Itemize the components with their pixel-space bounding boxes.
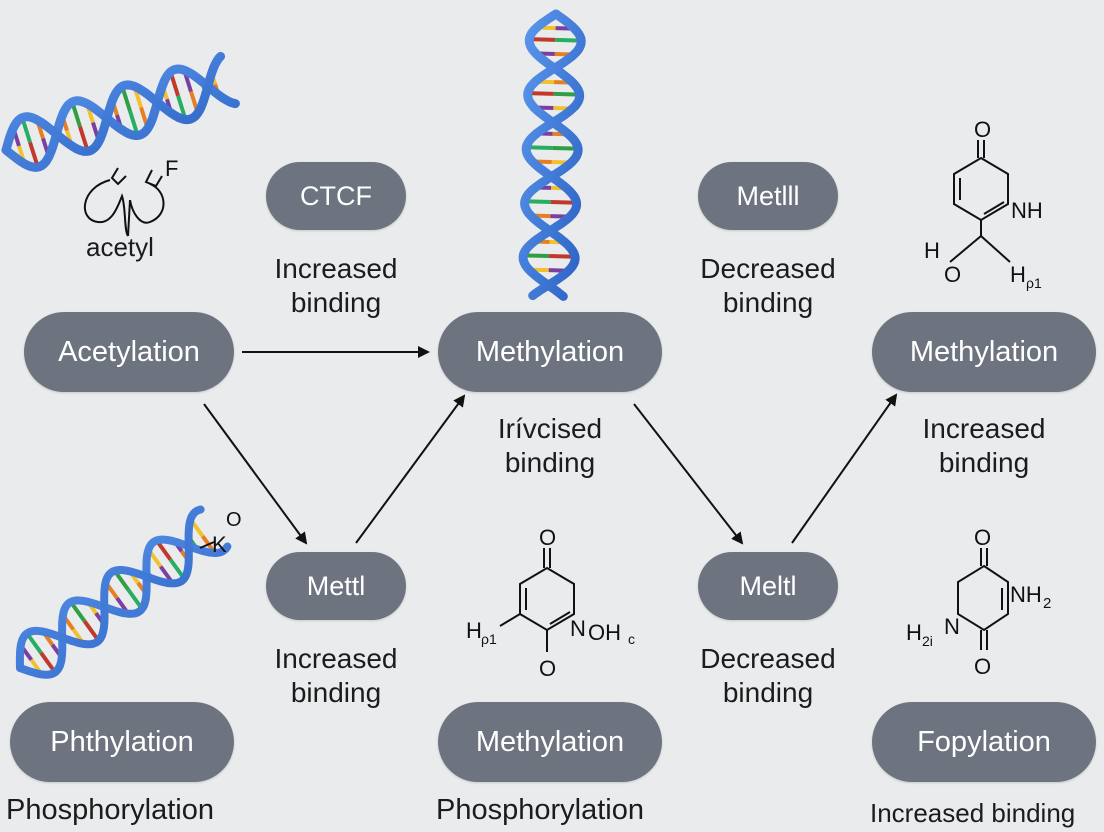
dna-backbone-strand bbox=[16, 535, 232, 679]
caption-increased-binding-bottom: Increased binding bbox=[870, 798, 1076, 828]
node-fopylation[interactable]: Fopylation bbox=[872, 702, 1096, 782]
chem-br-o-top: O bbox=[974, 525, 991, 550]
arrow-methylation-to-meltl bbox=[633, 403, 744, 545]
chem-tr-nh: NH bbox=[1011, 198, 1043, 223]
node-methylation-bottom[interactable]: Methylation bbox=[438, 702, 662, 782]
node-acetylation[interactable]: Acetylation bbox=[24, 312, 234, 392]
chem-br-nh2-sub: 2 bbox=[1043, 595, 1051, 612]
chem-structure-bottom-right bbox=[957, 548, 1009, 650]
caption-acetyl: acetyl bbox=[86, 232, 154, 262]
chem-c-h-sub: ρ1 bbox=[481, 631, 497, 647]
arrow-acetylation-to-mettl bbox=[203, 403, 308, 545]
arrow-mettl-to-methylation bbox=[355, 394, 466, 544]
dna-helix-center bbox=[518, 9, 586, 301]
dna-backbone-strand bbox=[520, 9, 586, 301]
dna-tag-bond bbox=[199, 541, 215, 549]
caption-phosphorylation-left: Phosphorylation bbox=[6, 794, 214, 826]
chem-c-oh-sub: c bbox=[628, 631, 635, 647]
chem-br-h2: H bbox=[906, 620, 922, 645]
label-irvcised-binding: Irívcised binding bbox=[497, 413, 603, 478]
label-increased-binding-mid: Increased binding bbox=[274, 643, 398, 708]
chem-br-h2-sub: 2i bbox=[922, 633, 933, 649]
label-increased-binding-top: Increased binding bbox=[274, 253, 398, 318]
chem-tr-h: H bbox=[924, 238, 940, 263]
chem-br-nh2: NH bbox=[1010, 582, 1042, 607]
label-increased-binding-right: Increased binding bbox=[922, 413, 1046, 478]
dna-tag-f: F bbox=[165, 156, 178, 181]
chem-c-o-bot: O bbox=[539, 656, 556, 681]
chem-structure-center bbox=[499, 548, 575, 652]
chem-br-n: N bbox=[944, 614, 960, 639]
dna-backbone-strand bbox=[1, 64, 240, 172]
node-mettl[interactable]: Mettl bbox=[266, 552, 406, 620]
arrow-meltl-to-methylation-right bbox=[791, 393, 898, 544]
chem-tr-o2: O bbox=[944, 262, 961, 287]
label-decreased-binding-mid: Decreased binding bbox=[700, 643, 836, 708]
dna-backbone-strand bbox=[1, 51, 226, 156]
chem-c-oh: OH bbox=[588, 620, 621, 645]
node-meltl[interactable]: Meltl bbox=[698, 552, 838, 620]
acetyl-group-drawing bbox=[83, 167, 165, 237]
node-ctcf[interactable]: CTCF bbox=[266, 162, 406, 230]
dna-tag-k: K bbox=[212, 532, 227, 557]
chem-tr-sub: ρ1 bbox=[1026, 275, 1042, 291]
chem-br-o-bot: O bbox=[974, 654, 991, 679]
chem-c-o-top: O bbox=[539, 525, 556, 550]
dna-tag-o: O bbox=[226, 509, 242, 531]
node-metlll[interactable]: Metlll bbox=[698, 162, 838, 230]
dna-backbone-strand bbox=[518, 9, 585, 301]
dna-helix-top-left bbox=[1, 51, 240, 172]
dna-backbone-strand bbox=[15, 505, 205, 672]
label-decreased-binding-top: Decreased binding bbox=[700, 253, 836, 318]
chem-c-h: H bbox=[466, 618, 482, 643]
chem-c-n: N bbox=[570, 616, 586, 641]
caption-phosphorylation-center: Phosphorylation bbox=[436, 794, 644, 826]
node-methylation-center[interactable]: Methylation bbox=[438, 312, 662, 392]
chem-structure-top-right bbox=[949, 140, 1011, 263]
node-methylation-right[interactable]: Methylation bbox=[872, 312, 1096, 392]
dna-helix-bottom-left bbox=[15, 505, 232, 679]
chem-tr-h2: H bbox=[1010, 262, 1026, 287]
chem-tr-o: O bbox=[974, 117, 991, 142]
node-phthylation[interactable]: Phthylation bbox=[10, 702, 234, 782]
